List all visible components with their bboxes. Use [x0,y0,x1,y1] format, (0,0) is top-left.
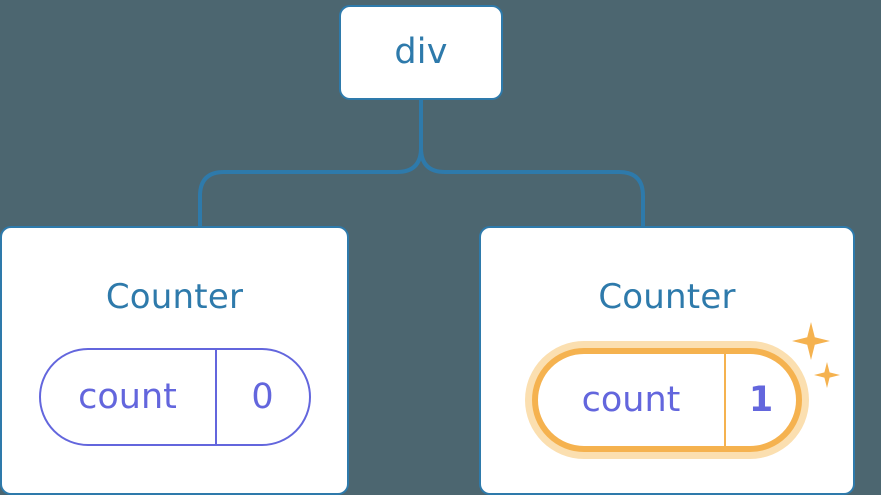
state-pill-left[interactable]: count 0 [38,348,311,446]
sparkle-icon-small [814,362,840,388]
state-pill-wrap-left: count 0 [38,348,311,446]
state-divider-left [214,350,217,444]
root-node-label: div [394,32,448,72]
node-root-div[interactable]: div [339,5,503,100]
state-pill-right[interactable]: count 1 [532,348,802,452]
state-key-right: count [581,379,681,420]
connector-right [419,98,645,228]
counter-title-left: Counter [105,277,244,317]
state-divider-right [724,354,726,446]
connector-left [198,98,423,228]
state-value-right: 1 [748,379,774,420]
node-counter-right[interactable]: Counter count 1 [479,226,855,495]
state-value-left: 0 [251,376,274,417]
node-counter-left[interactable]: Counter count 0 [0,226,349,495]
state-key-left: count [78,376,177,417]
sparkle-icon-large [792,322,830,360]
counter-title-right: Counter [598,277,736,317]
state-pill-wrap-right: count 1 [532,322,840,452]
